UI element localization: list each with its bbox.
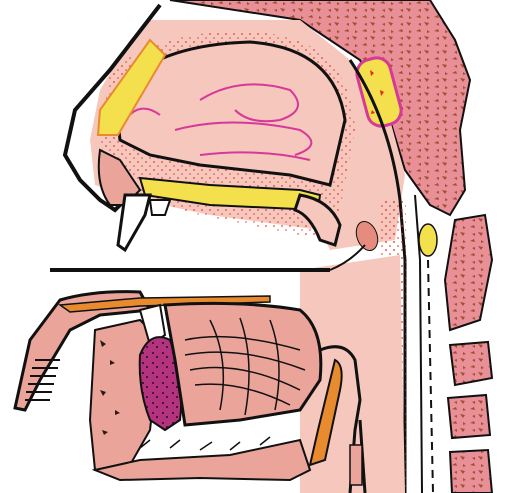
laryngeal-cartilage	[350, 445, 362, 485]
tongue	[165, 303, 321, 425]
vertebra-c4	[448, 395, 490, 438]
vertebra-c3	[450, 342, 492, 385]
pharyngeal-tonsil	[419, 224, 437, 256]
vertebra-c2	[445, 215, 492, 330]
vertebra-c5	[450, 450, 492, 493]
floor-texture	[140, 437, 270, 450]
upper-tooth	[150, 200, 170, 215]
cervical-vertebrae	[445, 215, 492, 493]
upper-incisor	[118, 195, 150, 250]
prevertebral-dash	[428, 260, 433, 493]
